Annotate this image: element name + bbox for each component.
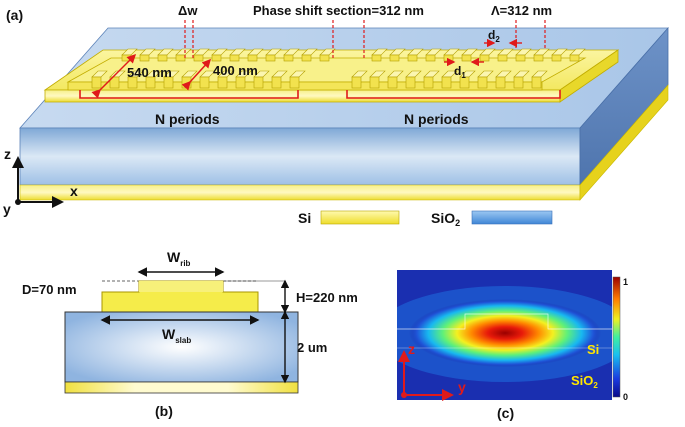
panel-a-label: (a) [6,7,23,23]
axis-y-label: y [3,201,11,217]
n-periods-bracket-right [346,90,561,99]
legend-sio2-swatch [471,210,553,225]
buried-oxide-box [64,311,299,383]
grating-tooth-back [157,54,168,62]
grating-tooth-back [389,54,400,62]
grating-tooth-back [211,54,222,62]
grating-tooth-back [407,54,418,62]
grating-tooth-front [199,76,210,89]
grating-tooth-front [405,76,416,89]
grating-tooth-front [423,76,434,89]
si-substrate-side [579,84,669,201]
width-400-label: 400 nm [213,63,258,78]
grating-tooth-front [531,76,542,89]
grating-tooth-front [163,76,174,89]
width-540-label: 540 nm [127,65,172,80]
sio2-label-c: SiO2 [571,373,598,390]
grating-tooth-back [319,54,330,62]
grating-tooth-back [193,54,204,62]
axis-y-label-c: y [458,379,466,395]
d2-label: d2 [488,28,500,44]
height-label: H=220 nm [296,290,358,305]
coordinate-axes-a: z x y [3,146,78,217]
axis-z-label: z [4,146,11,162]
grating-tooth-front [253,76,264,89]
n-periods-bracket-left [79,90,299,99]
w-slab-label: Wslab [162,326,191,345]
material-legend: Si SiO2 [298,210,553,228]
colorbar-min-label: 0 [623,392,628,402]
grating-tooth-back [139,54,150,62]
axis-x-label: x [70,183,78,199]
legend-si-swatch [320,210,400,225]
rib-top-highlight [139,281,223,292]
legend-sio2-label: SiO2 [431,210,460,228]
grating-teeth-back [121,48,586,62]
grating-tooth-back [247,54,258,62]
grating-tooth-front [351,76,362,89]
panel-c-label: (c) [497,405,514,421]
width-400-arrow [181,58,212,91]
panel-b-label: (b) [155,403,173,419]
axis-origin [15,199,21,205]
grating-tooth-front [271,76,282,89]
substrate-front-face [19,127,581,186]
n-periods-right-label: N periods [404,111,469,127]
si-substrate-bar [64,381,299,394]
grating-tooth-front [289,76,300,89]
period-label: Λ=312 nm [491,3,552,18]
grating-tooth-front [477,76,488,89]
w-rib-label: Wrib [167,249,191,268]
si-label-c: Si [587,342,599,357]
grating-tooth-back [443,54,454,62]
grating-tooth-front [495,76,506,89]
axis-z-label-c: z [408,341,415,357]
grating-tooth-back [515,54,526,62]
grating-tooth-back [461,54,472,62]
grating-tooth-back [301,54,312,62]
panel-b: Wrib Wslab D=70 nm H=220 nm 2 um (b) [22,249,358,419]
grating-tooth-front [513,76,524,89]
grating-tooth-back [283,54,294,62]
mode-profile [409,299,601,367]
grating-tooth-front [369,76,380,89]
delta-w-label: Δw [178,3,198,18]
grating-tooth-back [479,54,490,62]
grating-tooth-back [229,54,240,62]
etch-depth-label: D=70 nm [22,282,77,297]
grating-tooth-front [145,76,156,89]
grating-tooth-back [265,54,276,62]
grating-tooth-back [175,54,186,62]
grating-tooth-front [217,76,228,89]
colorbar [612,276,621,398]
grating-tooth-back [425,54,436,62]
grating-tooth-front [387,76,398,89]
grating-tooth-front [181,76,192,89]
axis-origin-c [401,392,407,398]
phase-shift-label: Phase shift section=312 nm [253,3,424,18]
oxide-thickness-label: 2 um [297,340,327,355]
grating-tooth-back [371,54,382,62]
d1-label: d1 [454,64,466,80]
grating-tooth-front [235,76,246,89]
n-periods-left-label: N periods [155,111,220,127]
grating-tooth-back [569,54,580,62]
grating-tooth-back [551,54,562,62]
waveguide-outline [397,313,612,330]
si-rib-front [67,81,543,91]
width-540-arrow [91,53,137,99]
colorbar-max-label: 1 [623,277,628,287]
legend-si-label: Si [298,210,311,226]
si-substrate-front [19,184,581,201]
grating-tooth-back [533,54,544,62]
grating-tooth-front [459,76,470,89]
panel-c: z y Si SiO2 1 0 (c) [397,270,628,421]
si-slab-front [44,89,561,103]
panel-a: (a) [3,3,669,228]
grating-tooth-front [441,76,452,89]
grating-tooth-back [497,54,508,62]
grating-tooth-front [91,76,102,89]
